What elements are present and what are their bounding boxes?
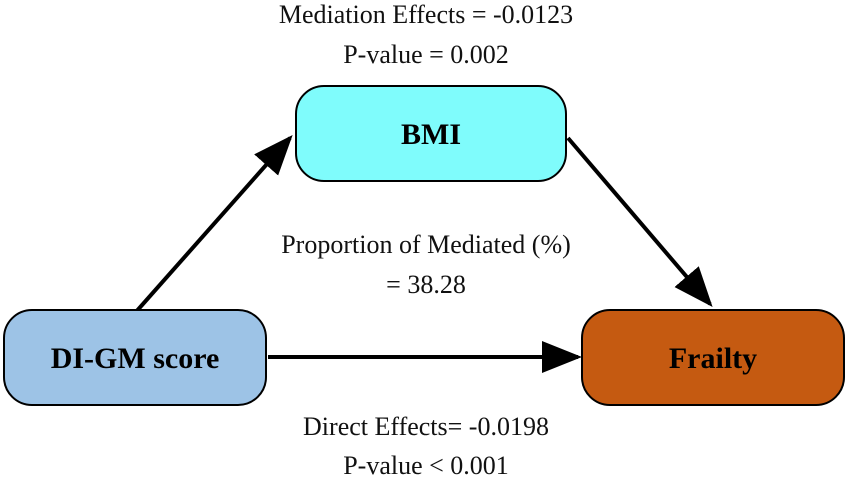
arrow-exposure-to-mediator [133,135,293,315]
node-outcome-box [581,309,845,406]
node-mediator-label: BMI [401,118,461,151]
proportion-mediated-value: = 38.28 [386,270,466,299]
node-outcome: Frailty [581,309,845,406]
direct-effects-label: Direct Effects= -0.0198 [303,412,549,441]
direct-pvalue-label: P-value < 0.001 [343,451,509,480]
arrow-mediator-to-outcome [566,136,713,308]
node-mediator: BMI [295,85,567,182]
mediation-effects-label: Mediation Effects = -0.0123 [278,0,574,29]
node-exposure-box [3,309,267,406]
mediation-pvalue-label: P-value = 0.002 [343,40,509,69]
node-exposure: DI-GM score [3,309,267,406]
proportion-mediated-label: Proportion of Mediated (%) [281,230,571,259]
node-exposure-label: DI-GM score [51,342,220,375]
node-mediator-box [295,85,567,182]
node-outcome-label: Frailty [669,342,757,375]
